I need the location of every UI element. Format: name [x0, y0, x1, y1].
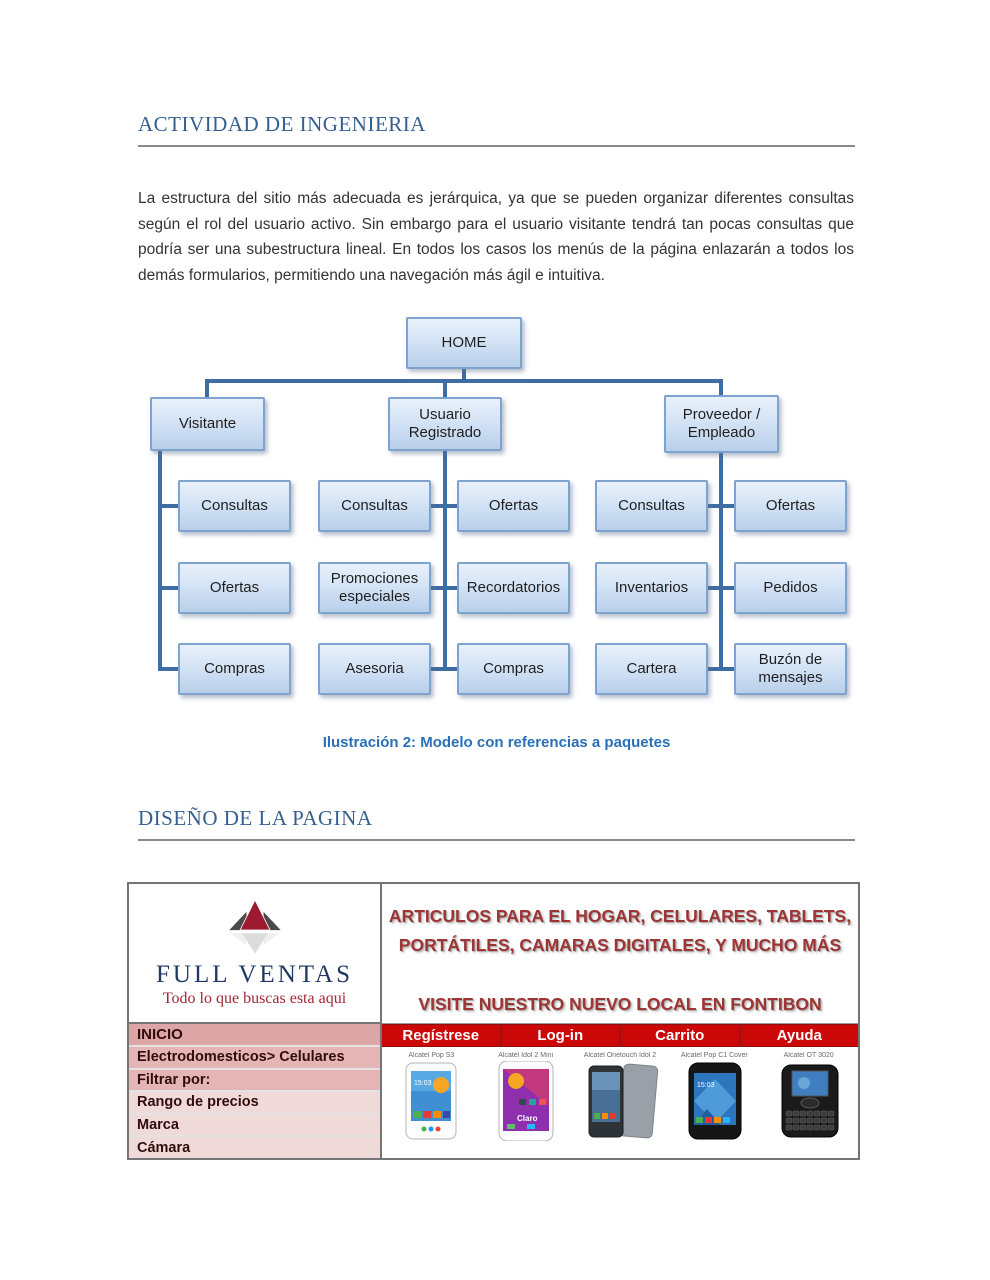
diagram-box-proveedor-ofertas: Ofertas: [734, 480, 847, 532]
svg-text:15:03: 15:03: [414, 1080, 432, 1087]
product-gallery: Alcatel Pop S3 15:03 Alcatel Idol 2 Mini: [382, 1047, 858, 1158]
brand-tagline: Todo lo que buscas esta aqui: [162, 989, 347, 1007]
product-label: Alcatel OT 3020: [783, 1052, 834, 1059]
diagram-box-proveedor-inventarios: Inventarios: [595, 562, 708, 614]
connector-stub: [429, 504, 459, 508]
diagram-box-visitante: Visitante: [150, 397, 265, 451]
sidebar-item-breadcrumb[interactable]: Electrodomesticos> Celulares: [129, 1047, 380, 1070]
connector-stub: [158, 667, 182, 671]
diagram-box-visitante-compras: Compras: [178, 643, 291, 695]
product-label: Alcatel Idol 2 Mini: [498, 1052, 554, 1059]
mockup-right-column: ARTICULOS PARA EL HOGAR, CELULARES, TABL…: [382, 884, 858, 1158]
diagram-box-usuario-ofertas: Ofertas: [457, 480, 570, 532]
sidebar-item-rango-precios[interactable]: Rango de precios: [129, 1092, 380, 1115]
product-item-ot3020[interactable]: Alcatel OT 3020: [764, 1052, 854, 1146]
phone-image-qwerty: [781, 1064, 839, 1138]
diagram-box-usuario-recordatorios: Recordatorios: [457, 562, 570, 614]
sidebar-item-inicio[interactable]: INICIO: [129, 1024, 380, 1047]
sidebar-item-marca[interactable]: Marca: [129, 1114, 380, 1138]
phone-image-white-front: 15:03: [405, 1062, 457, 1140]
diagram-box-proveedor-consultas: Consultas: [595, 480, 708, 532]
product-item-idol2-mini[interactable]: Alcatel Idol 2 Mini Claro: [481, 1052, 571, 1146]
phone-image-gray-duo: [588, 1063, 659, 1139]
connector-stub: [706, 504, 736, 508]
connector-stub: [429, 667, 459, 671]
mockup-left-column: FULL VENTAS Todo lo que buscas esta aqui…: [129, 884, 382, 1158]
connector-stub: [158, 504, 182, 508]
logo-cell: FULL VENTAS Todo lo que buscas esta aqui: [129, 884, 380, 1024]
nav-item-carrito[interactable]: Carrito: [619, 1024, 739, 1047]
connector-drop-proveedor: [719, 383, 723, 395]
product-item-pop-c1[interactable]: Alcatel Pop C1 Cover 15:03: [669, 1052, 759, 1146]
phone-image-white-claro: Claro: [498, 1060, 554, 1142]
product-item-onetouch-idol2[interactable]: Alcatel Onetouch Idol 2: [575, 1052, 665, 1146]
diagram-box-usuario-registrado: Usuario Registrado: [388, 397, 502, 451]
product-item-pop-s3[interactable]: Alcatel Pop S3 15:03: [386, 1052, 476, 1146]
diagram-box-usuario-consultas: Consultas: [318, 480, 431, 532]
connector-home-drop: [462, 369, 466, 381]
nav-item-login[interactable]: Log-in: [499, 1024, 620, 1047]
connector-stub: [158, 586, 182, 590]
banner-text-line3: VISITE NUESTRO NUEVO LOCAL EN FONTIBON: [418, 994, 822, 1014]
phone-image-black-front: 15:03: [688, 1062, 742, 1140]
banner-text-line1: ARTICULOS PARA EL HOGAR, CELULARES, TABL…: [388, 906, 852, 926]
diagram-box-usuario-asesoria: Asesoria: [318, 643, 431, 695]
diagram-box-proveedor-buzon: Buzón de mensajes: [734, 643, 847, 695]
brand-name: FULL VENTAS: [156, 960, 353, 988]
connector-stub: [706, 667, 736, 671]
section-heading-actividad: ACTIVIDAD DE INGENIERIA: [138, 112, 855, 147]
connector-drop-usuario: [443, 383, 447, 397]
product-label: Alcatel Onetouch Idol 2: [583, 1052, 657, 1059]
diagram-box-visitante-ofertas: Ofertas: [178, 562, 291, 614]
connector-stub: [706, 586, 736, 590]
site-structure-diagram: HOME Visitante Usuario Registrado Provee…: [138, 300, 855, 700]
product-label: Alcatel Pop S3: [408, 1052, 455, 1059]
connector-bus: [205, 379, 723, 383]
figure-caption: Ilustración 2: Modelo con referencias a …: [322, 734, 671, 751]
intro-paragraph: La estructura del sitio más adecuada es …: [138, 190, 854, 284]
connector-trunk-usuario: [443, 451, 447, 671]
diagram-box-home: HOME: [406, 317, 522, 369]
connector-stub: [429, 586, 459, 590]
banner-text-line2: PORTÁTILES, CAMARAS DIGITALES, Y MUCHO M…: [398, 935, 842, 955]
sidebar-item-camara[interactable]: Cámara: [129, 1137, 380, 1158]
diagram-box-proveedor-empleado: Proveedor / Empleado: [664, 395, 779, 453]
diagram-box-usuario-compras: Compras: [457, 643, 570, 695]
nav-item-ayuda[interactable]: Ayuda: [738, 1024, 859, 1047]
svg-text:Claro: Claro: [517, 1114, 538, 1123]
connector-trunk-visitante: [158, 451, 162, 671]
connector-drop-visitante: [205, 383, 209, 397]
nav-item-registrese[interactable]: Regístrese: [402, 1027, 480, 1044]
promo-banner: ARTICULOS PARA EL HOGAR, CELULARES, TABL…: [382, 884, 858, 1024]
section-heading-diseno: DISEÑO DE LA PAGINA: [138, 806, 855, 841]
diagram-box-proveedor-cartera: Cartera: [595, 643, 708, 695]
product-label: Alcatel Pop C1 Cover: [680, 1052, 748, 1059]
webpage-mockup: FULL VENTAS Todo lo que buscas esta aqui…: [127, 882, 860, 1160]
diagram-box-usuario-promociones: Promociones especiales: [318, 562, 431, 614]
connector-trunk-proveedor: [719, 453, 723, 671]
sidebar-item-filtrar[interactable]: Filtrar por:: [129, 1069, 380, 1093]
top-navbar: Regístrese Log-in Carrito Ayuda: [382, 1024, 858, 1047]
diagram-box-visitante-consultas: Consultas: [178, 480, 291, 532]
svg-text:15:03: 15:03: [697, 1082, 715, 1089]
full-ventas-logo-icon: [228, 898, 281, 954]
diagram-box-proveedor-pedidos: Pedidos: [734, 562, 847, 614]
